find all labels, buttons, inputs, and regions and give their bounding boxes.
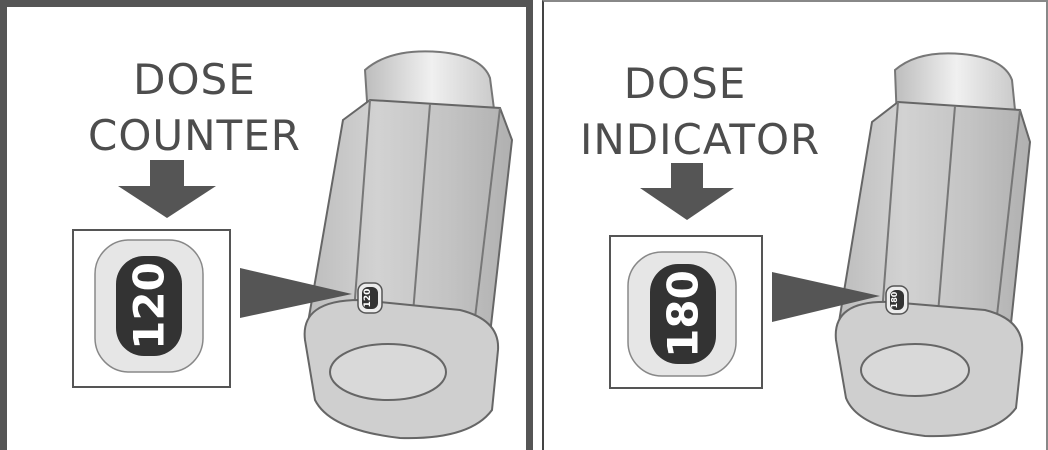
label-line1: DOSE — [88, 52, 301, 108]
down-arrow-icon — [640, 163, 734, 220]
down-arrow-icon — [118, 160, 216, 218]
counter-number-right: 180 — [659, 270, 708, 358]
counter-number-left: 120 — [125, 262, 174, 350]
inhaler-left: 120 — [305, 51, 512, 438]
small-counter-text: 120 — [363, 289, 373, 308]
mouthpiece-opening — [861, 344, 969, 396]
dose-indicator-label: DOSE INDICATOR — [580, 56, 790, 168]
label-line2: COUNTER — [88, 108, 301, 164]
label-line2: INDICATOR — [580, 112, 790, 168]
inhaler-right: 180 — [836, 53, 1030, 436]
small-counter-text: 180 — [890, 291, 899, 308]
mouthpiece-opening — [330, 344, 446, 400]
label-line1: DOSE — [580, 56, 790, 112]
dose-counter-label: DOSE COUNTER — [88, 52, 301, 164]
